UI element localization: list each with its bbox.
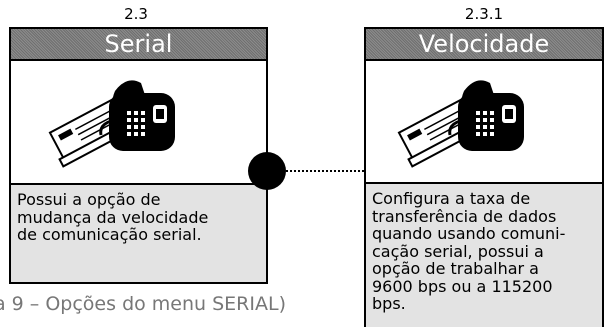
connector-dot xyxy=(248,152,286,190)
card-velocidade: Velocidade Configura a xyxy=(364,27,604,327)
card-title-velocidade: Velocidade xyxy=(366,29,602,61)
phone-modem-icon xyxy=(48,80,175,168)
connector-line xyxy=(286,170,364,172)
card-description-velocidade: Configura a taxa de transferência de dad… xyxy=(366,182,602,327)
right-card-number: 2.3.1 xyxy=(464,5,504,23)
icon-area xyxy=(366,61,602,185)
figure-caption: a 9 – Opções do menu SERIAL) xyxy=(0,293,286,315)
phone-modem-icon xyxy=(397,80,524,168)
left-card-number: 2.3 xyxy=(124,5,148,23)
card-description-serial: Possui a opção de mudança da velocidade … xyxy=(11,183,266,282)
icon-area xyxy=(11,61,266,185)
card-title-serial: Serial xyxy=(11,29,266,61)
card-serial: Serial xyxy=(9,27,268,284)
